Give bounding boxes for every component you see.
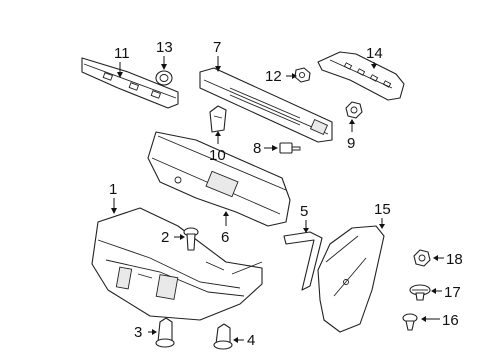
part-13-grommet <box>155 70 173 86</box>
callout-7: 7 <box>213 39 221 56</box>
callout-11: 11 <box>114 45 130 62</box>
part-8-bolt <box>279 142 301 154</box>
part-6-energy-absorber <box>147 131 291 227</box>
part-15-fascia-side <box>317 225 385 333</box>
callout-5: 5 <box>300 203 308 220</box>
callout-4: 4 <box>247 332 255 349</box>
callout-8: 8 <box>253 140 261 157</box>
callout-16: 16 <box>442 312 459 329</box>
callout-9: 9 <box>347 135 355 152</box>
callout-12: 12 <box>265 68 282 85</box>
callout-18: 18 <box>446 251 463 268</box>
part-16-screw <box>402 313 418 331</box>
part-18-nut <box>413 249 431 267</box>
part-17-screw <box>409 284 431 301</box>
part-14-bracket <box>317 51 405 101</box>
callout-14: 14 <box>366 45 383 62</box>
callout-1: 1 <box>109 181 117 198</box>
part-3-retainer <box>155 317 175 348</box>
callout-6: 6 <box>221 229 229 246</box>
part-1-bumper-cover <box>91 207 263 321</box>
callout-15: 15 <box>374 201 391 218</box>
callout-17: 17 <box>444 284 461 301</box>
callout-13: 13 <box>156 39 173 56</box>
callout-labels: 11 13 7 12 14 9 10 8 1 2 6 5 15 3 4 18 1… <box>109 39 463 349</box>
part-9-clip <box>345 101 363 119</box>
callout-10: 10 <box>209 147 226 164</box>
callout-3: 3 <box>134 324 142 341</box>
part-7-impact-bar <box>199 67 333 143</box>
callout-2: 2 <box>161 229 169 246</box>
part-10-bracket <box>209 105 227 133</box>
part-5-molding <box>283 231 323 291</box>
part-11-absorber-bracket <box>81 57 179 109</box>
leader-lines <box>111 56 444 343</box>
part-12-nut <box>294 67 311 83</box>
part-4-retainer <box>213 323 233 350</box>
part-2-push-pin <box>183 227 199 251</box>
